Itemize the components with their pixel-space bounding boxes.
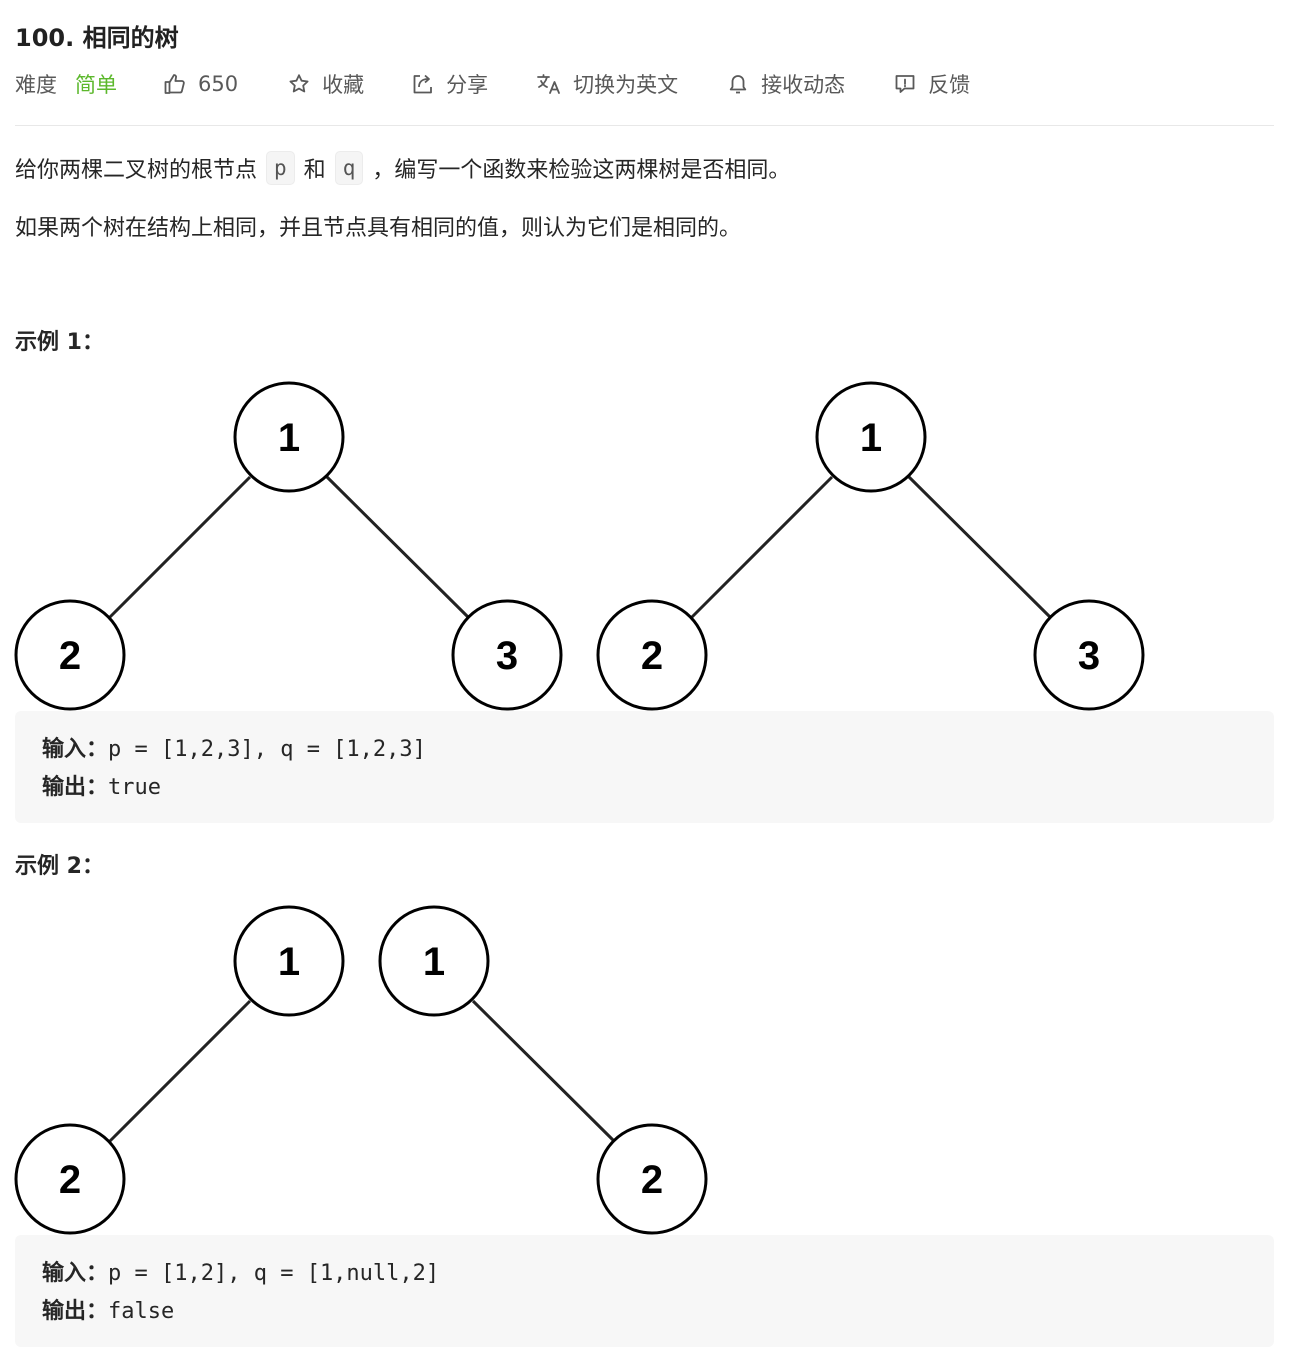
input-label: 输入：	[42, 1261, 109, 1286]
tree-node-value: 2	[641, 634, 663, 678]
notify-button[interactable]: 接收动态	[726, 69, 845, 99]
tree-node-value: 1	[278, 940, 300, 984]
output-label: 输出：	[42, 775, 109, 800]
input-value: p = [1,2,3], q = [1,2,3]	[108, 737, 426, 762]
output-value: false	[108, 1299, 175, 1324]
difficulty-label: 难度	[15, 73, 57, 97]
example-1-trees-figure: 1 2 3 1 2 3	[14, 381, 1145, 711]
tree-node: 2	[14, 1123, 126, 1235]
translate-icon	[537, 74, 560, 94]
tree-node-value: 3	[1078, 634, 1100, 678]
example-1-input-line: 输入：p = [1,2,3], q = [1,2,3]	[42, 731, 1247, 769]
example-2-trees-figure: 1 2 1 2	[14, 905, 708, 1235]
tree-node: 1	[815, 381, 927, 493]
example-2-tree-q: 1 2	[378, 905, 708, 1235]
difficulty-badge: 简单	[75, 73, 117, 97]
output-value: true	[108, 775, 161, 800]
notify-label: 接收动态	[761, 73, 846, 97]
tree-node: 3	[1033, 599, 1145, 711]
problem-title: 100. 相同的树	[15, 24, 179, 52]
translate-button[interactable]: 切换为英文	[536, 69, 678, 99]
example-2-code-block: 输入：p = [1,2], q = [1,null,2] 输出：false	[15, 1235, 1274, 1347]
input-label: 输入：	[42, 737, 109, 762]
example-1-code-block: 输入：p = [1,2,3], q = [1,2,3] 输出：true	[15, 711, 1274, 823]
header-divider	[15, 125, 1274, 126]
share-button[interactable]: 分享	[411, 69, 488, 99]
example-2-output-line: 输出：false	[42, 1293, 1247, 1331]
description-paragraph-1: 给你两棵二叉树的根节点 p 和 q ，编写一个函数来检验这两棵树是否相同。	[15, 150, 790, 186]
description-text-1b: 和	[303, 158, 326, 183]
tree-node-value: 1	[423, 940, 445, 984]
tree-node: 1	[233, 905, 345, 1017]
like-count: 650	[198, 72, 239, 96]
tree-edge	[471, 999, 616, 1143]
tree-node: 3	[451, 599, 563, 711]
tree-edge	[325, 475, 470, 619]
tree-node-value: 3	[496, 634, 518, 678]
feedback-icon	[895, 75, 915, 93]
tree-edge	[907, 475, 1052, 619]
example-2-heading: 示例 2：	[15, 854, 104, 879]
thumbs-up-icon	[164, 74, 185, 94]
example-1-heading: 示例 1：	[15, 330, 104, 355]
tree-node: 1	[378, 905, 490, 1017]
feedback-label: 反馈	[928, 73, 971, 97]
tree-node-value: 1	[860, 416, 882, 460]
description-text-1a: 给你两棵二叉树的根节点	[15, 158, 258, 183]
share-icon	[413, 74, 432, 94]
tree-node-value: 2	[641, 1158, 663, 1202]
example-1-output-line: 输出：true	[42, 769, 1247, 807]
example-1-tree-p: 1 2 3	[14, 381, 563, 711]
difficulty: 难度 简单	[15, 69, 117, 99]
tree-node-value: 2	[59, 634, 81, 678]
example-2-tree-p: 1 2	[14, 905, 345, 1235]
description-text-1c: ，编写一个函数来检验这两棵树是否相同。	[372, 158, 791, 183]
input-value: p = [1,2], q = [1,null,2]	[108, 1261, 440, 1286]
tree-edge	[108, 475, 252, 619]
feedback-button[interactable]: 反馈	[893, 69, 970, 99]
favorite-button[interactable]: 收藏	[287, 69, 364, 99]
tree-node-value: 2	[59, 1158, 81, 1202]
example-1-tree-q: 1 2 3	[596, 381, 1145, 711]
problem-toolbar: 难度 简单 650 收藏 分享 切换为英文 接收动态 反馈	[15, 64, 970, 104]
tree-node: 2	[596, 599, 708, 711]
like-button[interactable]: 650	[163, 72, 238, 96]
tree-node: 1	[233, 381, 345, 493]
inline-code-q: q	[334, 151, 364, 185]
tree-node-value: 1	[278, 416, 300, 460]
tree-edge	[690, 475, 834, 619]
inline-code-p: p	[266, 151, 295, 185]
output-label: 输出：	[42, 1299, 109, 1324]
bell-icon	[729, 75, 747, 94]
favorite-label: 收藏	[322, 73, 365, 97]
description-paragraph-2: 如果两个树在结构上相同，并且节点具有相同的值，则认为它们是相同的。	[15, 216, 742, 241]
tree-node: 2	[14, 599, 126, 711]
example-2-input-line: 输入：p = [1,2], q = [1,null,2]	[42, 1255, 1247, 1293]
translate-label: 切换为英文	[573, 73, 679, 97]
star-icon	[289, 74, 309, 93]
share-label: 分享	[446, 73, 489, 97]
tree-edge	[108, 999, 252, 1143]
tree-node: 2	[596, 1123, 708, 1235]
